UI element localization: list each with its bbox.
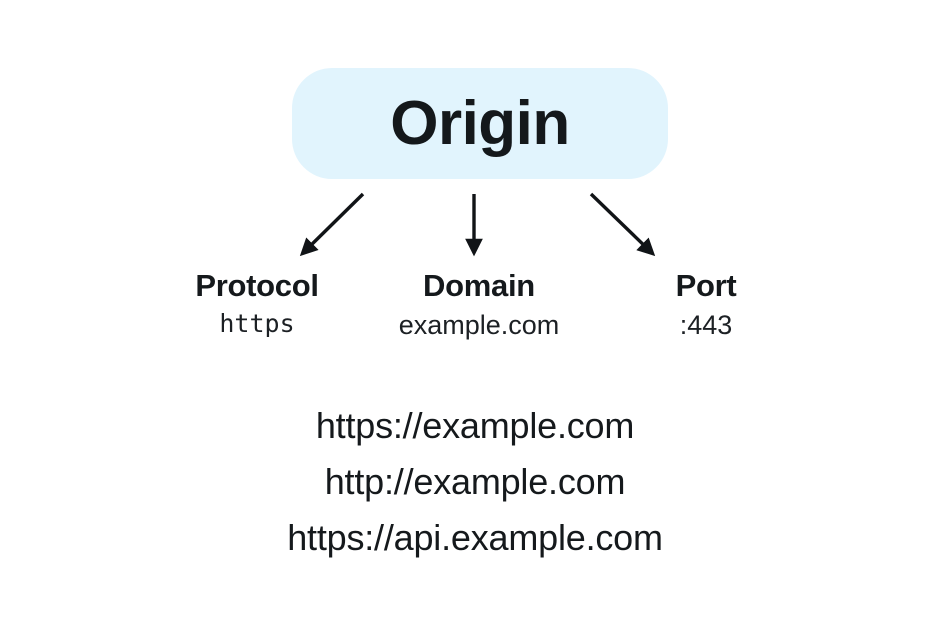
part-domain: Domain example.com — [379, 266, 579, 344]
origin-box: Origin — [292, 68, 668, 179]
part-protocol: Protocol https — [157, 266, 357, 341]
part-port-value: :443 — [679, 309, 733, 340]
arrow-down-right-icon — [589, 192, 656, 257]
example-url-list: https://example.com http://example.com h… — [0, 398, 950, 565]
part-port-name: Port — [675, 268, 737, 303]
part-domain-value: example.com — [398, 309, 560, 340]
example-url: http://example.com — [324, 460, 626, 502]
origin-label: Origin — [390, 88, 570, 158]
part-protocol-name: Protocol — [195, 268, 319, 303]
arrow-down-left-icon — [299, 192, 365, 257]
part-port: Port :443 — [606, 266, 806, 344]
part-protocol-value: https — [219, 308, 295, 338]
example-url: https://example.com — [315, 405, 635, 446]
example-url: https://api.example.com — [287, 516, 663, 558]
part-domain-name: Domain — [423, 268, 535, 303]
